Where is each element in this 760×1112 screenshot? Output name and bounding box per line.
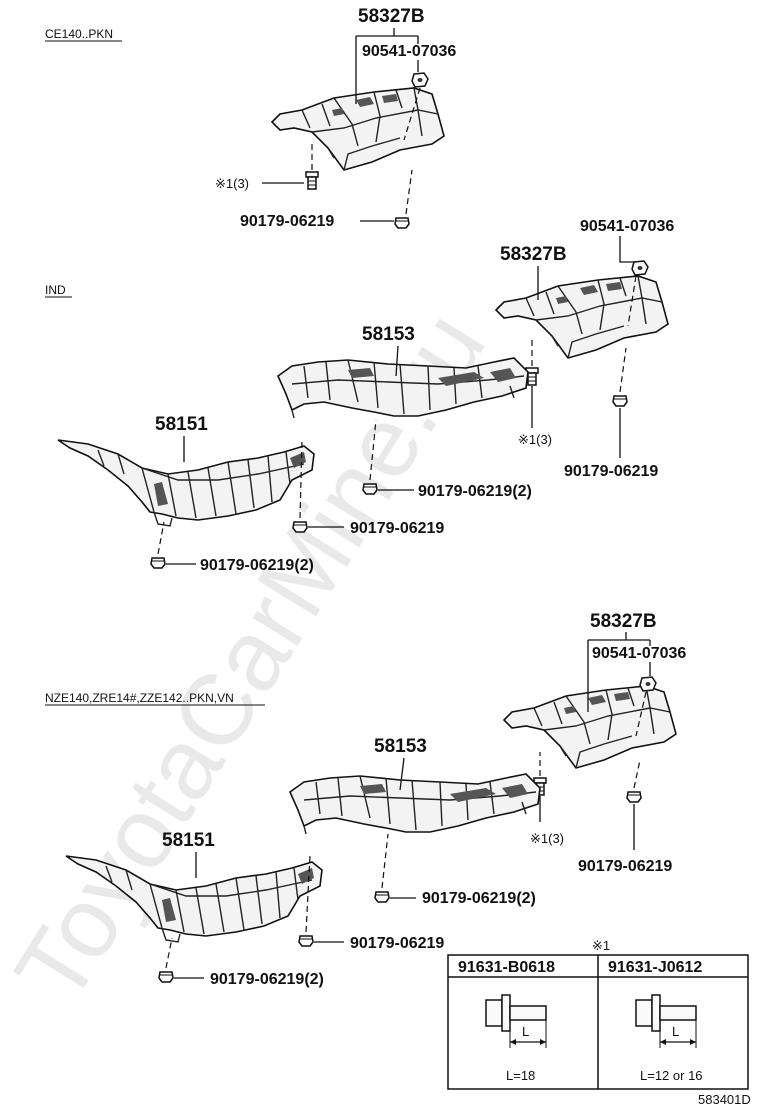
part-label-nut-nze: 90541-07036 xyxy=(592,645,686,662)
part-label-clip-nze-front2: 90179-06219(2) xyxy=(210,971,324,988)
clip-icon-ind-center xyxy=(362,483,378,495)
clip-icon-ind-front xyxy=(292,521,308,533)
part-label-58327b: 58327B xyxy=(358,6,425,27)
heat-shield-58327b-ind xyxy=(495,275,669,359)
clip-icon-nze-rear xyxy=(626,791,642,803)
part-label-clip-nze-center: 90179-06219(2) xyxy=(422,890,536,907)
heat-shield-58327b-nze xyxy=(503,685,677,769)
bolt-col1-dim: L xyxy=(522,1024,529,1039)
heat-shield-58153-ind xyxy=(277,357,529,419)
bolt-drawing-1: L xyxy=(485,994,547,1048)
part-label-clip-ind-center: 90179-06219(2) xyxy=(418,483,532,500)
bolt-col2-dim: L xyxy=(672,1024,679,1039)
clip-icon-nze-front xyxy=(298,935,314,947)
section-nze140: NZE140,ZRE14#,ZZE142..PKN,VN 58327B 9054… xyxy=(45,611,686,988)
heat-shield-58153-nze xyxy=(289,773,541,835)
section-ind: IND 58327B 90541-07036 ※1(3) 90179-06219… xyxy=(45,218,674,574)
clip-icon-nze-center xyxy=(374,891,390,903)
nut-icon-nze xyxy=(639,676,657,692)
bolt-col2-length: L=12 or 16 xyxy=(640,1068,703,1083)
part-label-clip-nze-rear: 90179-06219 xyxy=(578,858,672,875)
part-label-58151-nze: 58151 xyxy=(162,830,215,851)
bolt-note-ind: ※1(3) xyxy=(518,432,552,447)
part-label-58151-ind: 58151 xyxy=(155,414,208,435)
section-title-ind: IND xyxy=(45,283,66,297)
diagram-id: 583401D xyxy=(698,1092,751,1107)
bolt-note: ※1(3) xyxy=(215,176,249,191)
bolt-col2-part: 91631-J0612 xyxy=(608,959,702,976)
bolt-spec-table: ※1 91631-B0618 91631-J0612 L L=18 L xyxy=(447,938,749,1090)
heat-shield-58327b xyxy=(271,87,445,171)
part-label-clip-ind-front: 90179-06219 xyxy=(350,520,444,537)
part-label-nut-ind: 90541-07036 xyxy=(580,218,674,235)
clip-icon-ind-front2 xyxy=(150,557,166,569)
part-label-58327b-ind: 58327B xyxy=(500,244,567,265)
part-label-clip-nze-front: 90179-06219 xyxy=(350,935,444,952)
leader-58327b xyxy=(355,28,419,104)
section-ce140: CE140..PKN 58327B 90541-07036 ※1(3) 9017… xyxy=(45,6,456,230)
part-label-58327b-nze: 58327B xyxy=(590,611,657,632)
bolt-drawing-2: L xyxy=(635,994,697,1048)
clip-icon xyxy=(394,217,410,229)
section-title-nze140: NZE140,ZRE14#,ZZE142..PKN,VN xyxy=(45,691,234,705)
clip-icon-ind-rear xyxy=(612,395,628,407)
part-label-clip: 90179-06219 xyxy=(240,213,334,230)
bolt-table-mark: ※1 xyxy=(592,938,610,953)
nut-icon xyxy=(411,72,429,88)
part-label-58153-nze: 58153 xyxy=(374,736,427,757)
part-label-clip-ind-front2: 90179-06219(2) xyxy=(200,557,314,574)
nut-icon-ind xyxy=(631,260,649,276)
part-label-nut: 90541-07036 xyxy=(362,43,456,60)
section-title-ce140: CE140..PKN xyxy=(45,27,113,41)
bolt-col1-length: L=18 xyxy=(506,1068,535,1083)
clip-icon-nze-front2 xyxy=(158,971,174,983)
part-label-58153-ind: 58153 xyxy=(362,324,415,345)
bolt-icon xyxy=(305,171,319,190)
bolt-note-nze: ※1(3) xyxy=(530,831,564,846)
bolt-col1-part: 91631-B0618 xyxy=(458,959,555,976)
part-label-clip-ind-rear: 90179-06219 xyxy=(564,463,658,480)
